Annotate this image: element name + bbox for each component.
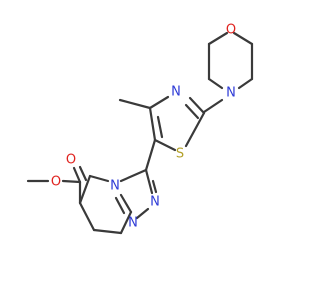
atom-O-ester: O [51, 175, 61, 190]
bonds [26, 31, 254, 235]
atom-O-carbonyl: O [66, 153, 76, 168]
atom-S-thiazole: S [176, 147, 184, 162]
atom-N-triazole-b: N [128, 216, 138, 231]
atom-N-triazole-a: N [150, 195, 160, 210]
atom-N-fused: N [110, 179, 120, 194]
atom-labels: O N N S O O N N N [51, 23, 236, 231]
atom-N-morpholine: N [226, 86, 236, 101]
atom-O-morpholine: O [226, 23, 236, 38]
molecule-structure-diagram: O N N S O O N N N [26, 23, 254, 235]
atom-N-thiazole: N [171, 85, 181, 100]
